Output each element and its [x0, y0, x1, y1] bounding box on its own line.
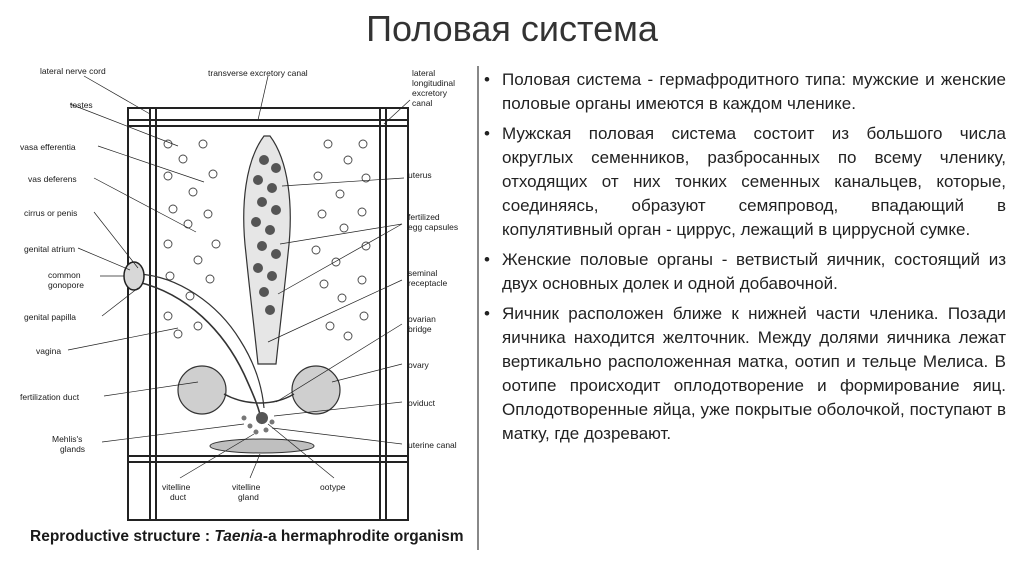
- label-lateral-canal-4: canal: [412, 98, 433, 108]
- label-lateral-canal-3: excretory: [412, 88, 447, 98]
- label-genital-atrium: genital atrium: [24, 244, 76, 254]
- label-lateral-canal-2: longitudinal: [412, 78, 456, 88]
- vagina: [137, 281, 263, 425]
- label-fertilized-1: fertilized: [408, 212, 440, 222]
- bullet-item: • Мужская половая система состоит из боль…: [484, 122, 1006, 242]
- label-vitelline-gland-2: gland: [238, 492, 259, 502]
- ovary-left: [177, 365, 227, 415]
- proglottid-outline: [127, 107, 409, 521]
- label-vas-deferens: vas deferens: [28, 174, 77, 184]
- label-genital-papilla: genital papilla: [24, 312, 76, 322]
- ootype: [256, 412, 268, 424]
- label-common-gonopore-2: gonopore: [48, 280, 84, 290]
- bullet-text: Яичник расположен ближе к нижней части ч…: [502, 304, 1006, 443]
- bullet-item: • Женские половые органы - ветвистый яичн…: [484, 248, 1006, 296]
- label-seminal-receptacle-2: receptacle: [408, 278, 448, 288]
- label-vitelline-duct-2: duct: [170, 492, 187, 502]
- label-mehlis-glands-1: Mehlis's: [52, 434, 83, 444]
- bullet-text: Мужская половая система состоит из больш…: [502, 124, 1006, 239]
- label-transverse-excretory-canal: transverse excretory canal: [208, 68, 308, 78]
- label-fertilization-duct: fertilization duct: [20, 392, 80, 402]
- label-mehlis-glands-2: glands: [60, 444, 86, 454]
- caption-suffix: -a hermaphrodite organism: [262, 528, 464, 545]
- vitelline-gland: [209, 438, 315, 454]
- label-uterus: uterus: [408, 170, 432, 180]
- label-testes: testes: [70, 100, 93, 110]
- mehlis-glands: [241, 415, 275, 435]
- uterus-shape: [243, 135, 291, 365]
- diagram-drawing: [67, 75, 411, 521]
- ovarian-bridge: [223, 393, 295, 404]
- bullet-glyph: •: [484, 250, 490, 269]
- egg-capsules: [251, 155, 281, 315]
- slide-title: Половая система: [366, 8, 658, 49]
- label-fertilized-2: egg capsules: [408, 222, 459, 232]
- label-lateral-nerve-cord: lateral nerve cord: [40, 66, 106, 76]
- label-lateral-canal-1: lateral: [412, 68, 436, 78]
- caption-italic: Taenia: [214, 528, 263, 545]
- label-vitelline-gland-1: vitelline: [232, 482, 261, 492]
- bullet-glyph: •: [484, 304, 490, 323]
- ovary-right: [291, 365, 341, 415]
- bullet-glyph: •: [484, 70, 490, 89]
- bullet-item: • Яичник расположен ближе к нижней части …: [484, 302, 1006, 446]
- bullet-text: Женские половые органы - ветвистый яични…: [502, 250, 1006, 293]
- leader-lines: [67, 75, 411, 479]
- bullet-text: Половая система - гермафродитного типа: …: [502, 70, 1006, 113]
- reproductive-diagram: lateral nerve cord transverse excretory …: [18, 64, 476, 552]
- label-ovary: ovary: [408, 360, 429, 370]
- figure-caption: Reproductive structure : Taenia-a hermap…: [30, 528, 470, 546]
- label-ovarian-bridge-2: bridge: [408, 324, 432, 334]
- label-oviduct: oviduct: [408, 398, 435, 408]
- column-divider: [477, 66, 479, 550]
- caption-prefix: Reproductive structure :: [30, 528, 215, 545]
- label-vagina: vagina: [36, 346, 62, 356]
- label-uterine-canal: uterine canal: [408, 440, 457, 450]
- label-ootype: ootype: [320, 482, 346, 492]
- testes-field: [163, 139, 371, 341]
- label-cirrus-or-penis: cirrus or penis: [24, 208, 78, 218]
- bullet-glyph: •: [484, 124, 490, 143]
- genital-atrium: [123, 261, 145, 291]
- label-seminal-receptacle-1: seminal: [408, 268, 438, 278]
- label-common-gonopore-1: common: [48, 270, 81, 280]
- label-ovarian-bridge-1: ovarian: [408, 314, 436, 324]
- label-vitelline-duct-1: vitelline: [162, 482, 191, 492]
- bullet-list: • Половая система - гермафродитного типа:…: [484, 68, 1006, 452]
- bullet-item: • Половая система - гермафродитного типа:…: [484, 68, 1006, 116]
- label-vasa-efferentia: vasa efferentia: [20, 142, 76, 152]
- vas-deferens: [137, 273, 265, 409]
